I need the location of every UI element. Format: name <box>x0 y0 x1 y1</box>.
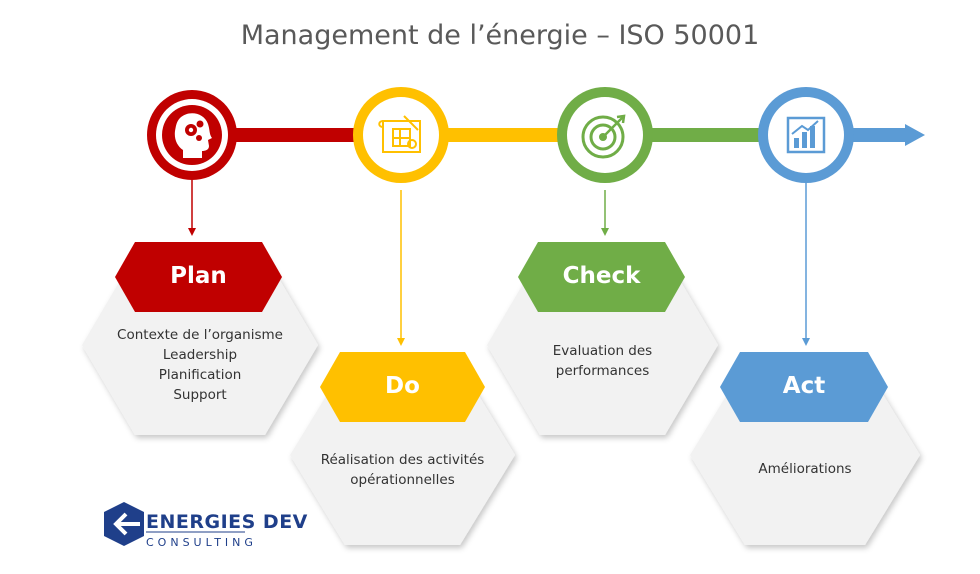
act-description: Améliorations <box>700 459 910 479</box>
logo-subtitle: CONSULTING <box>146 536 257 549</box>
plan-line: Support <box>173 387 227 403</box>
tag-act <box>720 352 888 422</box>
diagram-title: Management de l’énergie – ISO 50001 <box>240 20 760 51</box>
tag-do <box>320 352 485 422</box>
plan-line: Leadership <box>162 347 238 363</box>
tag-check <box>518 242 685 312</box>
logo-mark <box>104 502 245 546</box>
tag-label-check: Check <box>562 263 641 289</box>
check-line: Evaluation des <box>552 343 653 359</box>
do-line: opérationnelles <box>350 472 455 488</box>
tag-label-act: Act <box>782 373 826 399</box>
connector-check-arrow <box>601 228 609 236</box>
tag-label-plan: Plan <box>170 263 227 289</box>
act-line: Améliorations <box>758 461 852 477</box>
plan-description: Contexte de l’organisme Leadership Plani… <box>90 325 310 405</box>
plan-line: Planification <box>158 367 242 383</box>
timeline-arrowhead <box>905 124 925 146</box>
tag-plan <box>115 242 282 312</box>
check-description: Evaluation des performances <box>495 341 710 381</box>
bar-chart-icon <box>786 116 826 154</box>
connector-act-arrow <box>802 338 810 346</box>
logo-name: ENERGIES DEV <box>146 511 308 533</box>
connector-plan-arrow <box>188 228 196 236</box>
plan-line: Contexte de l’organisme <box>117 327 283 343</box>
do-description: Réalisation des activités opérationnelle… <box>295 450 510 490</box>
target-icon <box>581 114 626 159</box>
head-gears-icon <box>174 113 212 158</box>
check-line: performances <box>555 363 650 379</box>
connector-do-arrow <box>397 338 405 346</box>
do-line: Réalisation des activités <box>320 452 485 468</box>
blueprint-icon <box>378 115 421 153</box>
tag-label-do: Do <box>385 373 420 399</box>
